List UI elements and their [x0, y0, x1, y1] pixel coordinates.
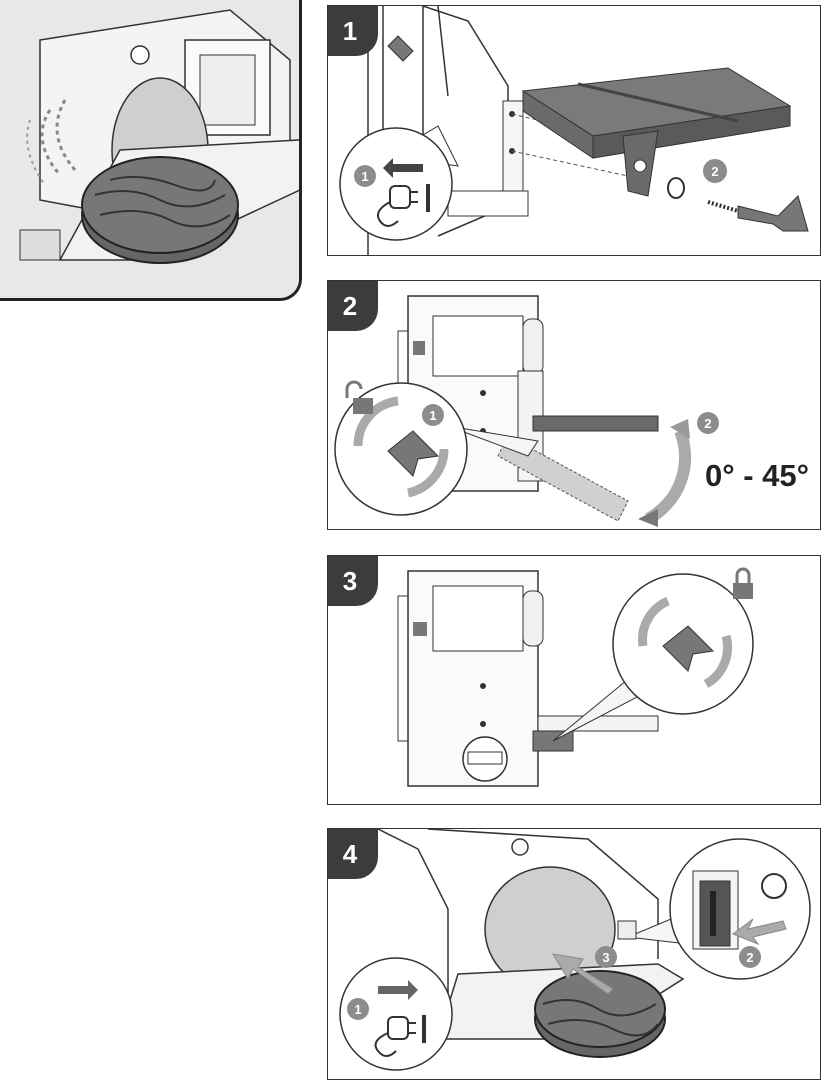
step-1-badge: 1: [328, 6, 378, 56]
step-3-illustration: [397, 567, 754, 787]
step-2-number: 2: [343, 291, 357, 321]
arrow-left-icon: [383, 158, 423, 178]
step-1-callout-1: 1: [361, 169, 368, 184]
disc-sander-overview-illustration: [0, 0, 299, 298]
plug-icon: [377, 184, 430, 227]
step-1-number: 1: [343, 16, 357, 46]
step-2-panel: 1 2 0° - 45° 2: [327, 280, 821, 530]
step-4-number: 4: [343, 839, 358, 869]
step-1-callout-2: 2: [711, 164, 718, 179]
lock-icon: [733, 567, 753, 599]
step-4-callout-3: 3: [602, 950, 609, 965]
step-1-panel: 2 1 1: [327, 5, 821, 256]
hero-illustration: [0, 0, 302, 301]
tilt-angle-range: 0° - 45°: [705, 458, 810, 493]
step-4-callout-1: 1: [354, 1002, 361, 1017]
step-4-callout-2: 2: [746, 950, 753, 965]
unlock-icon: [345, 380, 373, 414]
plug-icon: [374, 1015, 426, 1057]
step-4-illustration: 3 2 1: [339, 829, 811, 1071]
step-1-illustration: 2 1: [339, 6, 809, 255]
rotate-arrows-icon: [353, 396, 449, 498]
step-2-callout-1: 1: [429, 408, 436, 423]
step-4-panel: 3 2 1 4: [327, 828, 821, 1080]
step-2-illustration: 1 2: [334, 295, 719, 527]
step-4-badge: 4: [328, 829, 378, 879]
step-3-badge: 3: [328, 556, 378, 606]
step-2-badge: 2: [328, 281, 378, 331]
step-2-callout-2: 2: [704, 416, 711, 431]
arrow-right-icon: [378, 980, 418, 1000]
step-3-panel: 3: [327, 555, 821, 805]
step-3-number: 3: [343, 566, 357, 596]
rotate-arrows-icon: [638, 596, 733, 688]
